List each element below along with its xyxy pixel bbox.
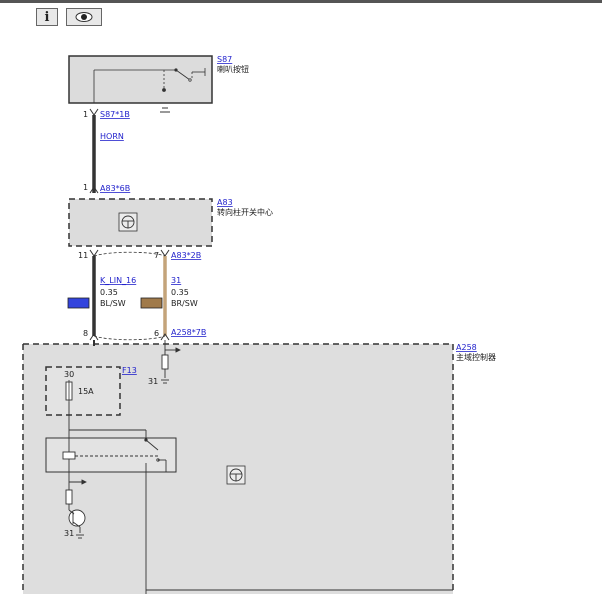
- view-button[interactable]: [66, 8, 102, 26]
- a83-2b-connector-link[interactable]: A83*2B: [171, 251, 201, 260]
- s87-switch-symbol: [93, 68, 206, 103]
- a83-2b-mark-left: [89, 249, 99, 257]
- controller-steering-icon: [226, 465, 246, 485]
- steering-wheel-icon: [118, 212, 138, 232]
- a83-6b-connector-link[interactable]: A83*6B: [100, 184, 130, 193]
- s87-component-box[interactable]: [68, 55, 213, 104]
- s87-id-link[interactable]: S87: [217, 55, 232, 64]
- ground-31-label-a: 31: [148, 377, 158, 386]
- f13-pin: 30: [64, 370, 74, 379]
- s87-connector-mark: [89, 108, 99, 116]
- info-button[interactable]: i: [36, 8, 58, 26]
- w31-signal-link[interactable]: 31: [171, 276, 181, 285]
- w31-color-code: BR/SW: [171, 299, 198, 308]
- a83-component-box[interactable]: [68, 198, 213, 247]
- a258-7b-connector-link[interactable]: A258*7B: [171, 328, 206, 337]
- a83-6b-pin: 1: [83, 183, 88, 192]
- s87-name: 喇叭按钮: [217, 64, 249, 74]
- s87-ground-mark: [160, 107, 170, 113]
- a83-2b-pin-left: 11: [78, 251, 88, 260]
- s87-pin-1: 1: [83, 110, 88, 119]
- ground-31-circuit: [161, 340, 181, 384]
- output-stage-circuit: [65, 479, 87, 539]
- ground-31-label-b: 31: [64, 529, 74, 538]
- a83-6b-connector-mark: [89, 186, 99, 194]
- w31-gauge: 0.35: [171, 288, 189, 297]
- info-icon: i: [44, 9, 50, 25]
- a258-id-link[interactable]: A258: [456, 343, 477, 352]
- klin-color-code: BL/SW: [100, 299, 126, 308]
- top-rule: [0, 0, 602, 3]
- horn-signal-link[interactable]: HORN: [100, 132, 124, 141]
- f13-fuse-box[interactable]: [45, 366, 121, 416]
- a258-7b-pin-right: 6: [154, 329, 159, 338]
- w31-color-swatch: [140, 297, 163, 309]
- klin-signal-link[interactable]: K_LIN_16: [100, 276, 136, 285]
- a83-2b-mark-right: [160, 249, 170, 257]
- relay-symbol: [62, 402, 453, 594]
- klin-gauge: 0.35: [100, 288, 118, 297]
- a258-7b-pin-left: 8: [83, 329, 88, 338]
- a83-2b-pin-right: 7: [154, 251, 159, 260]
- f13-rating: 15A: [78, 387, 94, 396]
- f13-id-link[interactable]: F13: [122, 366, 137, 375]
- twisted-pair-outline: [93, 251, 166, 341]
- a258-7b-mark-right: [160, 333, 170, 341]
- eye-icon: [75, 12, 93, 22]
- klin-color-swatch: [67, 297, 90, 309]
- a258-7b-mark-left: [89, 333, 99, 341]
- a83-id-link[interactable]: A83: [217, 198, 233, 207]
- a83-name: 转向柱开关中心: [217, 207, 273, 217]
- s87-1b-connector-link[interactable]: S87*1B: [100, 110, 130, 119]
- a258-name: 主域控制器: [456, 352, 496, 362]
